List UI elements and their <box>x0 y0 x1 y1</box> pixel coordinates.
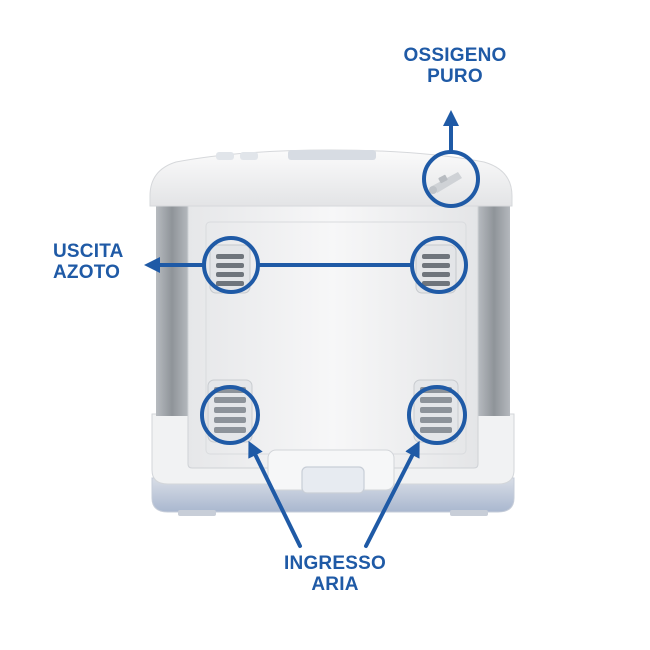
top-button-1 <box>216 152 234 160</box>
label-oxygen-line1: OSSIGENO <box>403 45 507 66</box>
label-nitrogen-line1: USCITA <box>53 241 124 262</box>
device-foot-right <box>450 510 488 516</box>
label-nitrogen-line2: AZOTO <box>53 262 121 283</box>
vent-upper-left <box>209 244 251 294</box>
device-foot-left <box>178 510 216 516</box>
air-arrow-right <box>364 440 420 548</box>
label-air-line1: INGRESSO <box>284 553 386 574</box>
side-panel-left <box>156 196 188 416</box>
vent-upper-right <box>415 244 457 294</box>
front-handle-window <box>301 466 365 494</box>
air-arrow-left <box>248 440 302 548</box>
top-display <box>288 150 376 160</box>
label-oxygen-outlet: OSSIGENO PURO <box>396 45 514 87</box>
side-panel-right <box>478 196 510 416</box>
label-air-intake: INGRESSO ARIA <box>271 553 399 595</box>
top-button-2 <box>240 152 258 160</box>
oxygen-outlet-nozzle <box>429 172 462 194</box>
air-callout-circle-right <box>407 385 467 445</box>
label-air-line2: ARIA <box>311 574 359 595</box>
callout-lines <box>144 110 480 548</box>
label-oxygen-line2: PURO <box>427 66 483 87</box>
oxygen-concentrator-device <box>149 149 515 516</box>
device-base <box>151 477 515 513</box>
device-front-panel <box>187 205 479 469</box>
label-nitrogen-outlet: USCITA AZOTO <box>53 241 124 283</box>
air-callout-circle-left <box>200 385 260 445</box>
